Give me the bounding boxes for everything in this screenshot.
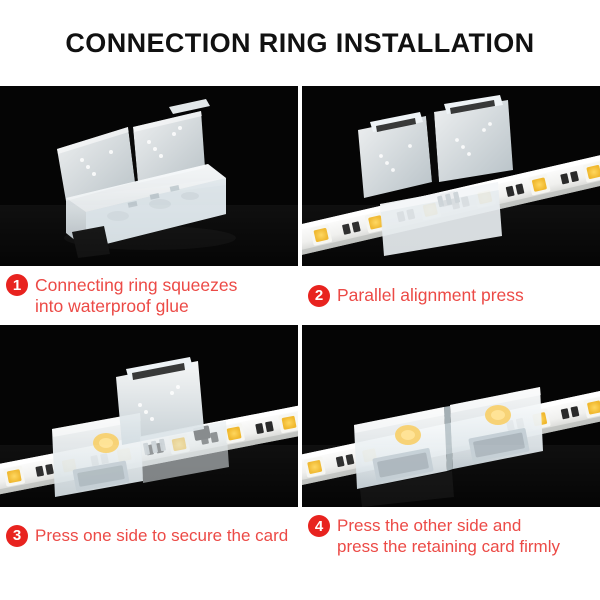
- step-card-1: 1 Connecting ring squeezes into waterpro…: [0, 86, 298, 323]
- caption-line: press the retaining card firmly: [337, 536, 560, 556]
- step-caption-text-3: Press one side to secure the card: [35, 525, 288, 546]
- step-caption-2: 2 Parallel alignment press: [302, 266, 600, 323]
- one-side-closed-illustration: [0, 325, 298, 507]
- step-photo-3: [0, 325, 298, 507]
- step-caption-4: 4 Press the other side and press the ret…: [302, 507, 600, 562]
- step-number-badge-3: 3: [6, 524, 28, 547]
- caption-line: into waterproof glue: [35, 295, 189, 316]
- caption-line: Connecting ring squeezes: [35, 274, 238, 295]
- both-sides-closed-illustration: [302, 325, 600, 507]
- step-caption-text-1: Connecting ring squeezes into waterproof…: [35, 275, 237, 317]
- step-number-badge-2: 2: [308, 284, 330, 307]
- steps-grid: 1 Connecting ring squeezes into waterpro…: [0, 86, 600, 562]
- strip-inserted-illustration: [302, 86, 600, 266]
- caption-line: Parallel alignment press: [337, 285, 524, 305]
- step-caption-1: 1 Connecting ring squeezes into waterpro…: [0, 266, 298, 323]
- page-title: CONNECTION RING INSTALLATION: [65, 27, 535, 58]
- step-number-badge-4: 4: [308, 515, 330, 537]
- step-card-2: 2 Parallel alignment press: [302, 86, 600, 323]
- step-photo-4: [302, 325, 600, 507]
- step-caption-text-4: Press the other side and press the retai…: [337, 515, 560, 557]
- step-photo-1: [0, 86, 298, 266]
- caption-line: Press one side to secure the card: [35, 526, 289, 545]
- step-card-3: 3 Press one side to secure the card: [0, 325, 298, 562]
- step-caption-3: 3 Press one side to secure the card: [0, 507, 298, 562]
- step-caption-text-2: Parallel alignment press: [337, 285, 524, 306]
- step-number-badge-1: 1: [6, 274, 28, 296]
- step-card-4: 4 Press the other side and press the ret…: [302, 325, 600, 562]
- step-photo-2: [302, 86, 600, 266]
- caption-line: Press the other side and: [337, 515, 522, 535]
- connector-open-illustration: [0, 86, 298, 266]
- title-bar: CONNECTION RING INSTALLATION: [0, 0, 600, 86]
